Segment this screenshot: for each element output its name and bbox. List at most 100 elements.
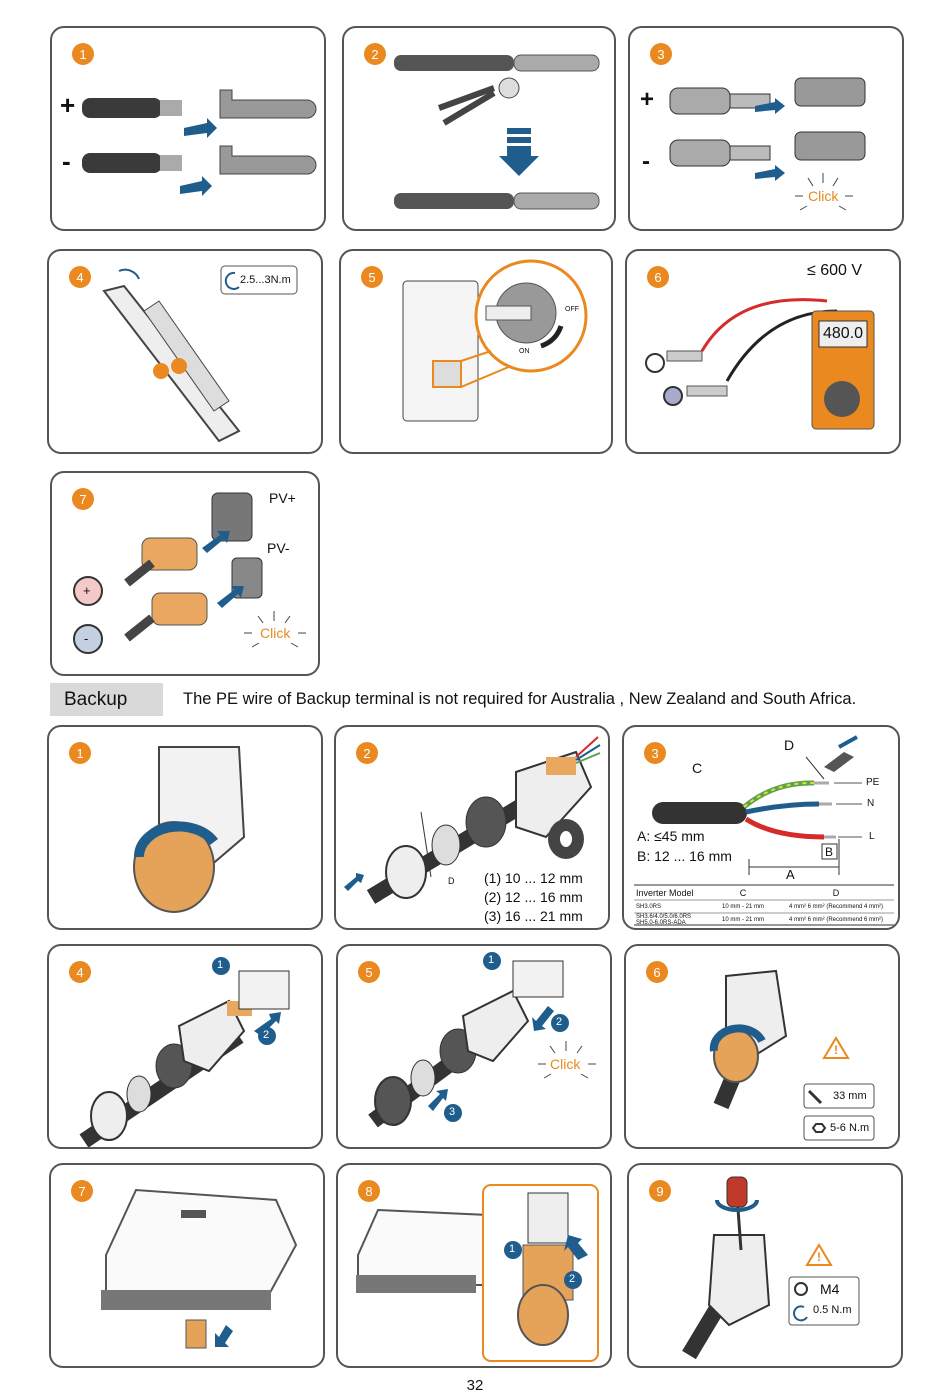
pv-step-3-panel: 3 + - Click	[628, 26, 904, 231]
step-badge: 2	[356, 742, 378, 764]
page-number: 32	[466, 1377, 484, 1394]
backup-step-4-panel: 4 1 2	[47, 944, 323, 1149]
step-badge: 7	[72, 488, 94, 510]
table-header-row: Inverter Model C D	[636, 886, 894, 900]
substep-1-label: 1	[488, 954, 495, 966]
step-badge: 3	[644, 742, 666, 764]
inverter-remove-cover-illustration	[101, 1188, 298, 1349]
meter-reading: 480.0	[823, 325, 864, 342]
voltage-limit: ≤ 600 V	[807, 262, 863, 279]
cable-spec-table: Inverter Model C D SH3.0RS 10 mm - 21 mm…	[636, 886, 894, 926]
a-spec: A: ≤45 mm	[637, 828, 705, 844]
plus-sign: +	[60, 90, 76, 120]
d-label: D	[448, 876, 455, 886]
on-label: ON	[519, 348, 530, 355]
a-dimension-label: A	[786, 867, 795, 882]
backup-step-7-panel: 7	[49, 1163, 325, 1368]
d-label: D	[784, 737, 795, 753]
step-badge: 6	[647, 266, 669, 288]
torque-value: 0.5 N.m	[813, 1304, 852, 1316]
step-badge: 4	[69, 266, 91, 288]
step-badge: 8	[358, 1180, 380, 1202]
minus-sign: -	[84, 631, 89, 646]
b-dimension-label: B	[825, 845, 834, 859]
crimp-illustration	[394, 54, 600, 210]
backup-tighten-illustration	[709, 969, 875, 1141]
c-label: C	[692, 760, 703, 776]
backup-terminal-lock-illustration	[368, 952, 596, 1128]
step-badge: 5	[361, 266, 383, 288]
minus-sign: -	[642, 148, 650, 175]
pv-step-5-panel: 5 OFF ON	[339, 249, 613, 454]
table-header: D	[832, 888, 840, 898]
backup-step-8-panel: 8 1 2	[336, 1163, 612, 1368]
table-row: SH3.0RS 10 mm - 21 mm 4 mm² 6 mm² (Recom…	[636, 900, 894, 913]
seal-size-1: (1) 10 ... 12 mm	[484, 870, 583, 886]
substep-2-label: 2	[569, 1273, 576, 1285]
pv-step-4-panel: 4 2.5...3N.m	[47, 249, 323, 454]
table-header: C	[739, 888, 747, 898]
backup-connector-install-illustration	[356, 1184, 599, 1362]
pe-label: PE	[866, 777, 880, 788]
table-header: Inverter Model	[636, 888, 694, 898]
substep-2-label: 2	[556, 1016, 563, 1028]
backup-step-2-panel: 2 D (1) 10 ... 12 mm (2) 12 ... 16 mm (3…	[334, 725, 610, 930]
backup-section-tab: Backup	[50, 683, 163, 716]
off-label: OFF	[565, 306, 579, 313]
dc-switch-illustration	[402, 259, 588, 422]
torque-value: 5-6 N.m	[830, 1122, 870, 1134]
table-cell: 4 mm² 6 mm² (Recommend 4 mm²)	[788, 903, 883, 910]
backup-step-9-panel: 9 ! M4 0.5 N.m	[627, 1163, 903, 1368]
table-row: SH3.6/4.0/5.0/6.0RS SH5.0-6.0RS-ADA 10 m…	[636, 913, 894, 926]
step-badge: 2	[364, 43, 386, 65]
table-cell: SH3.6/4.0/5.0/6.0RS SH5.0-6.0RS-ADA	[636, 913, 692, 926]
l-label: L	[869, 831, 875, 842]
pv-step-6-panel: 6 ≤ 600 V 480.0	[625, 249, 901, 454]
step-badge: 5	[358, 961, 380, 983]
b-spec: B: 12 ... 16 mm	[637, 848, 732, 864]
pv-step-7-panel: 7 PV+ PV- + - Click	[50, 471, 320, 676]
table-cell: 4 mm² 6 mm² (Recommend 6 mm²)	[788, 916, 883, 923]
multimeter-illustration	[645, 298, 875, 430]
step-badge: 4	[69, 961, 91, 983]
warning-icon: !	[817, 1250, 821, 1264]
backup-step-5-panel: 5 1 2 3 Click	[336, 944, 612, 1149]
plus-sign: +	[640, 86, 655, 113]
wrench-size: 33 mm	[833, 1090, 867, 1102]
click-label: Click	[808, 188, 839, 204]
step-badge: 9	[649, 1180, 671, 1202]
pv-step-2-panel: 2	[342, 26, 616, 231]
backup-step-3-panel: 3 C D PE N L A: ≤45 mm B: 12 ... 16 mm A…	[622, 725, 900, 930]
step-badge: 1	[72, 43, 94, 65]
substep-1-label: 1	[217, 959, 224, 971]
backup-cable-threading-illustration	[344, 736, 601, 904]
step-badge: 1	[69, 742, 91, 764]
substep-1-label: 1	[509, 1243, 516, 1255]
substep-3-label: 3	[449, 1106, 456, 1118]
step-badge: 6	[646, 961, 668, 983]
plus-sign: +	[83, 583, 91, 598]
connector-assembly-illustration	[669, 77, 866, 211]
n-label: N	[867, 798, 875, 809]
backup-note: The PE wire of Backup terminal is not re…	[183, 690, 857, 708]
table-cell: 10 mm - 21 mm	[721, 903, 764, 910]
click-label: Click	[260, 625, 291, 641]
wire-stripping-diagram	[634, 735, 894, 926]
warning-icon: !	[834, 1043, 838, 1057]
pv-plus-label: PV+	[269, 490, 296, 506]
table-cell: 10 mm - 21 mm	[721, 916, 764, 923]
backup-step-1-panel: 1	[47, 725, 323, 930]
pv-step-1-panel: 1 + -	[50, 26, 326, 231]
backup-screw-fasten-illustration	[682, 1176, 860, 1360]
table-cell: SH3.0RS	[636, 903, 662, 910]
backup-tab-label: Backup	[64, 688, 128, 710]
spanner-illustration	[102, 265, 298, 443]
pv-connection-illustration	[73, 492, 306, 654]
strip-wire-illustration	[82, 89, 317, 196]
substep-2-label: 2	[263, 1029, 270, 1041]
screw-size: M4	[820, 1281, 840, 1297]
seal-size-3: (3) 16 ... 21 mm	[484, 908, 583, 924]
backup-connector-unscrew-illustration	[133, 746, 246, 913]
step-badge: 3	[650, 43, 672, 65]
backup-terminal-insert-illustration	[79, 957, 290, 1147]
